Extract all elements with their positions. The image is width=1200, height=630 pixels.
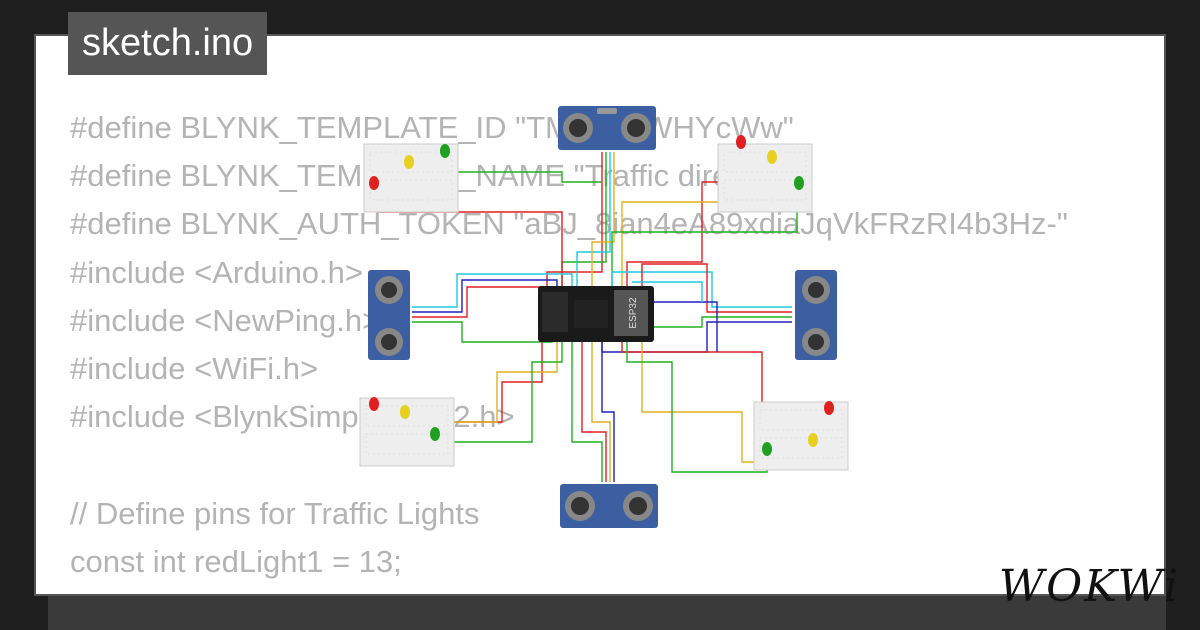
breadboard-bottom-right (753, 401, 849, 471)
ultrasonic-sensor-top (558, 106, 656, 150)
wokwi-logo: WOKWi (998, 561, 1180, 612)
led-red-top-right (736, 135, 746, 149)
preview-card: #define BLYNK_TEMPLATE_ID "TMPL3dWHYcWw"… (34, 34, 1166, 596)
code-line: #include <BlynkSimpleEsp32.h> (70, 399, 515, 435)
ultrasonic-sensor-right (795, 270, 837, 360)
code-line: const int redLight1 = 13; (70, 543, 402, 579)
file-tab[interactable]: sketch.ino (68, 12, 268, 75)
led-green-top-right (794, 176, 804, 190)
led-red-top-left (369, 176, 379, 190)
code-line: #include <WiFi.h> (70, 350, 319, 386)
code-line: const int yellowLight1 = 12; (70, 586, 1068, 594)
code-line: #include <Arduino.h> (70, 254, 364, 290)
led-green-bottom-left (430, 427, 440, 441)
led-red-bottom-left (369, 397, 379, 411)
led-yellow-bottom-left (400, 405, 410, 419)
led-yellow-bottom-right (808, 433, 818, 447)
card-shadow (48, 596, 1166, 630)
circuit-diagram: ESP32 (359, 106, 849, 528)
code-line: // Define pins for Traffic Lights (70, 495, 480, 531)
code-line: #include <NewPing.h> (70, 302, 381, 338)
esp32-board: ESP32 (538, 286, 654, 342)
ultrasonic-sensor-left (368, 270, 410, 360)
led-green-top-left (440, 144, 450, 158)
led-green-bottom-right (762, 442, 772, 456)
led-red-bottom-right (824, 401, 834, 415)
esp32-label: ESP32 (628, 297, 639, 329)
ultrasonic-sensor-bottom (560, 484, 658, 528)
led-yellow-top-left (404, 155, 414, 169)
led-yellow-top-right (767, 150, 777, 164)
breadboard-top-right (717, 143, 813, 213)
